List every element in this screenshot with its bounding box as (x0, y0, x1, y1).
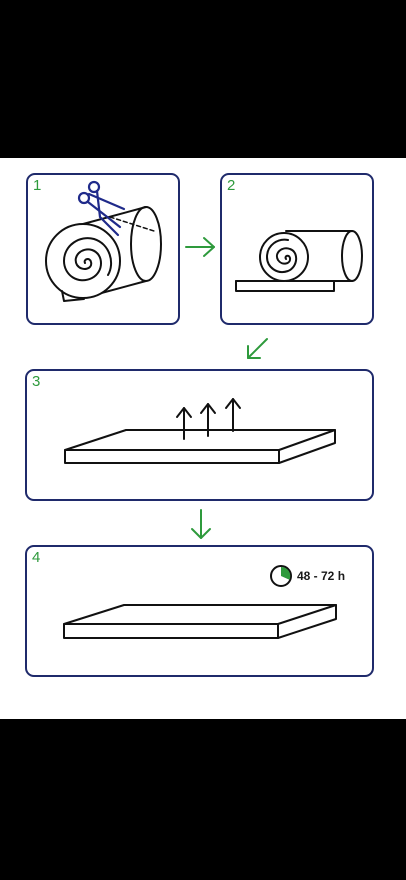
step-3-number: 3 (32, 373, 41, 390)
arrow-right-icon (185, 237, 215, 257)
timer-label: 48 - 72 h (297, 569, 346, 583)
arrow-down-icon (191, 509, 211, 539)
rolled-mattress-scissors-icon (45, 180, 162, 302)
step-3-card: 3 (25, 369, 374, 501)
instruction-sheet: 1 (0, 158, 406, 719)
arrow-down-left-icon (247, 338, 268, 359)
step-2-card: 2 (220, 173, 374, 325)
expanding-mattress-icon (64, 398, 336, 464)
step-2-number: 2 (227, 177, 236, 194)
flat-mattress-icon (63, 604, 337, 639)
clock-icon (270, 565, 292, 587)
step-4-card: 4 48 - 72 h (25, 545, 374, 677)
step-4-number: 4 (32, 549, 41, 566)
step-1-card: 1 (26, 173, 180, 325)
scissors-icon (77, 180, 126, 237)
step-1-number: 1 (33, 177, 42, 194)
unrolling-mattress-icon (235, 230, 363, 292)
